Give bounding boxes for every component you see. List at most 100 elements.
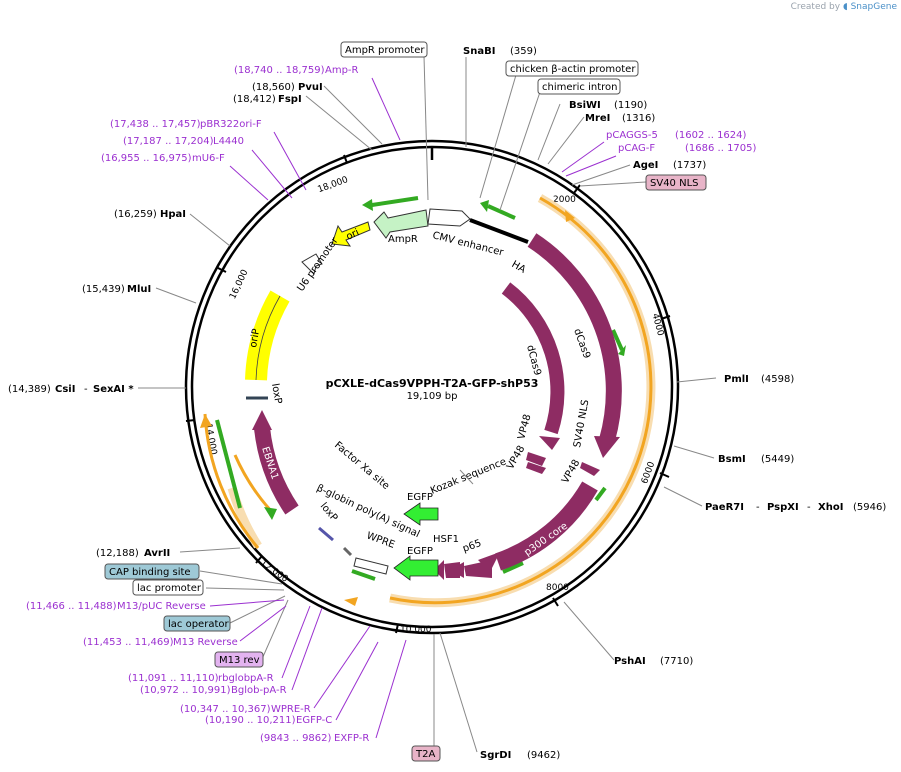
pleader-wpre — [313, 625, 371, 709]
leader-bsmi — [673, 445, 715, 459]
site-sexai: SexAI * — [93, 384, 134, 395]
box-ampr-promoter — [340, 41, 428, 58]
site-pshai-pos: (7710) — [660, 656, 693, 667]
orip-outline — [255, 295, 281, 381]
label-vp48-c: VP48 — [560, 458, 582, 486]
leader-sgrdi — [439, 632, 478, 753]
tick-18000 — [343, 154, 348, 164]
primer-pcagf-pos: (1686 .. 1705) — [685, 143, 757, 154]
green-arrow-3 — [611, 329, 624, 351]
site-mlui: MluI — [127, 284, 151, 295]
orange-left-glow — [227, 486, 262, 549]
primer-m13puc-pos: (11,466 .. 11,488) — [26, 601, 117, 612]
site-pshai: PshAI — [614, 656, 646, 667]
site-bsmi: BsmI — [718, 454, 746, 465]
pleader-egfpc — [335, 641, 379, 721]
box-chimeric-intron — [537, 78, 621, 95]
site-mrei: MreI — [585, 113, 610, 124]
site-paer7i-pos: (5946) — [853, 502, 886, 513]
site-avrii-pos: (12,188) — [96, 548, 139, 559]
tick-16000 — [217, 267, 227, 273]
dcas9-inner-head — [539, 436, 560, 450]
u6-promoter-feature — [301, 253, 323, 275]
pleader-pbr322 — [273, 131, 307, 191]
site-mlui-pos: (15,439) — [82, 284, 125, 295]
tick-2000 — [573, 184, 581, 194]
box-cba-promoter — [505, 60, 639, 77]
dcas9-inner-feature — [501, 282, 565, 435]
site-sgrdi-pos: (9462) — [527, 750, 560, 761]
vp48-c-feature — [580, 462, 600, 476]
label-loxp-1: loxP — [318, 501, 340, 524]
boxlabel-ampr-promoter: AmpR promoter — [345, 45, 425, 56]
green-arrowhead-7 — [264, 507, 277, 520]
dcas9-outer-feature — [527, 233, 622, 443]
primer-m13r: M13 Reverse — [173, 637, 238, 648]
leader-pshai — [563, 601, 615, 661]
site-bsmi-pos: (5449) — [761, 454, 794, 465]
leader-pvui — [323, 85, 383, 145]
green-arrow-7 — [215, 419, 242, 509]
ori-feature — [331, 221, 371, 247]
primer-wpre: WPRE-R — [271, 704, 311, 715]
primer-ampr-pos: (18,740 .. 18,759) — [234, 65, 325, 76]
pleader-mu6 — [229, 165, 269, 201]
box-lac-promoter — [132, 579, 204, 596]
orange-left-head — [200, 414, 212, 428]
site-pvui: PvuI — [298, 82, 323, 93]
green-arrowhead-2 — [480, 200, 489, 212]
primer-mu6-pos: (16,955 .. 16,975) — [101, 153, 192, 164]
site-paer7i-sep2: - — [807, 502, 811, 513]
boxlabel-m13-rev: M13 rev — [219, 655, 260, 666]
tick-4000 — [660, 315, 671, 320]
primer-pcaggs-pos: (1602 .. 1624) — [675, 130, 747, 141]
pleader-bglob — [291, 607, 323, 691]
primer-rbglob: rbglobpA-R — [218, 673, 274, 684]
primer-pcagf: pCAG-F — [618, 143, 655, 154]
primer-bglob: Bglob-pA-R — [231, 685, 287, 696]
site-agei: AgeI — [633, 160, 658, 171]
label-egfp-2: EGFP — [407, 492, 433, 503]
green-arrowhead-1 — [362, 199, 373, 211]
box-lac-operator — [163, 615, 231, 632]
boxlabel-cap-binding: CAP binding site — [109, 567, 191, 578]
green-arrow-1 — [371, 196, 419, 207]
tick-label-10000: 10,000 — [400, 625, 432, 635]
label-dcas9-outer: dCas9 — [571, 327, 592, 360]
leader-bsiwi — [537, 103, 561, 161]
tick-label-2000: 2000 — [553, 195, 576, 205]
vp48-b-feature — [526, 462, 546, 474]
leader-mrei — [547, 116, 585, 165]
label-kozak: Kozak sequence — [429, 456, 508, 496]
site-fspi: FspI — [278, 94, 302, 105]
site-pmli-pos: (4598) — [761, 374, 794, 385]
site-agei-pos: (1737) — [673, 160, 706, 171]
credit-text: Created by — [790, 2, 841, 12]
orange-arrowhead-bottom — [344, 597, 358, 606]
leader-lacop — [229, 595, 286, 624]
plasmid-name: pCXLE-dCas9VPPH-T2A-GFP-shP53 — [326, 377, 539, 390]
site-hpai: HpaI — [160, 209, 186, 220]
label-wpre: WPRE — [365, 530, 396, 550]
ebna1-feature — [254, 426, 299, 515]
green-arrow-6 — [351, 569, 376, 581]
wpre-feature — [353, 557, 389, 575]
ampr-feature — [373, 209, 429, 239]
primer-pbr322: pBR322ori-F — [200, 119, 262, 130]
pleader-pcagf — [565, 155, 617, 177]
site-csii-sep: - — [84, 384, 88, 395]
site-csii-pos: (14,389) — [8, 384, 51, 395]
label-ampr: AmpR — [388, 234, 418, 245]
site-bsiwi-pos: (1190) — [614, 100, 647, 111]
ebna1-head — [252, 410, 272, 430]
box-cap-binding — [104, 563, 200, 580]
orange-left-arc — [203, 413, 260, 549]
cmv-enhancer-feature — [427, 208, 471, 227]
p65-feature — [464, 560, 492, 578]
site-fspi-pos: (18,412) — [233, 94, 276, 105]
site-hpai-pos: (16,259) — [114, 209, 157, 220]
leader-m13rev — [261, 599, 289, 660]
tick-label-4000: 4000 — [650, 312, 666, 337]
dcas9-outer-head — [594, 436, 620, 458]
boxlabel-chimeric-intron: chimeric intron — [542, 82, 617, 93]
